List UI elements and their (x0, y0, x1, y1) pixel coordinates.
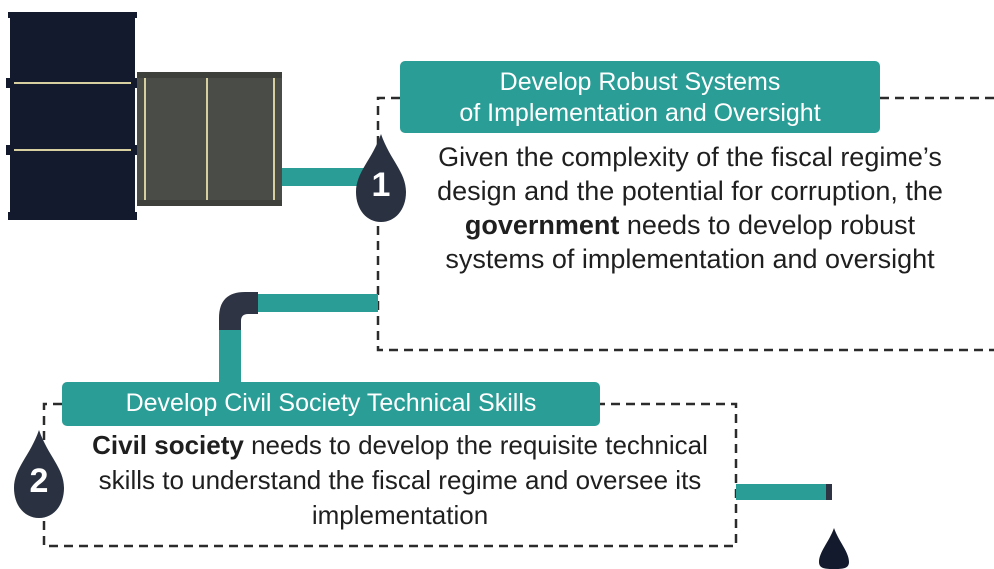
step2-title: Develop Civil Society Technical Skills (62, 382, 600, 426)
step1-description-bold: government (464, 210, 620, 240)
step1-dashed-frame (376, 96, 994, 352)
oil-drop-icon (356, 134, 406, 222)
pipe-elbow (219, 292, 258, 330)
falling-oil-drop-icon (819, 528, 849, 569)
pipe-segment (219, 330, 241, 382)
step2-number: 2 (29, 462, 49, 500)
step1-title: Develop Robust Systems of Implementation… (400, 61, 880, 133)
step1-number: 1 (371, 166, 391, 204)
oil-barrel-icon (6, 12, 139, 220)
step1-title-line1: Develop Robust Systems (499, 68, 781, 96)
pipe-segment (258, 294, 378, 312)
oil-drop-icon (14, 430, 64, 518)
step1-description-post: needs to develop robust systems of imple… (445, 210, 935, 274)
step2-description-post: needs to develop the requisite technical… (98, 430, 708, 530)
pipe-segment (282, 168, 372, 186)
step1-title-line2: of Implementation and Oversight (459, 99, 821, 127)
step1-description: Given the complexity of the fiscal regim… (420, 140, 960, 276)
grey-barrel-icon (137, 72, 282, 206)
pipe-nozzle (826, 484, 832, 500)
step1-description-pre: Given the complexity of the fiscal regim… (437, 142, 943, 206)
step2-description-bold: Civil society (92, 430, 244, 460)
step2-description: Civil society needs to develop the requi… (80, 428, 720, 533)
pipe-segment (736, 484, 830, 500)
step2-dashed-frame (42, 402, 738, 548)
